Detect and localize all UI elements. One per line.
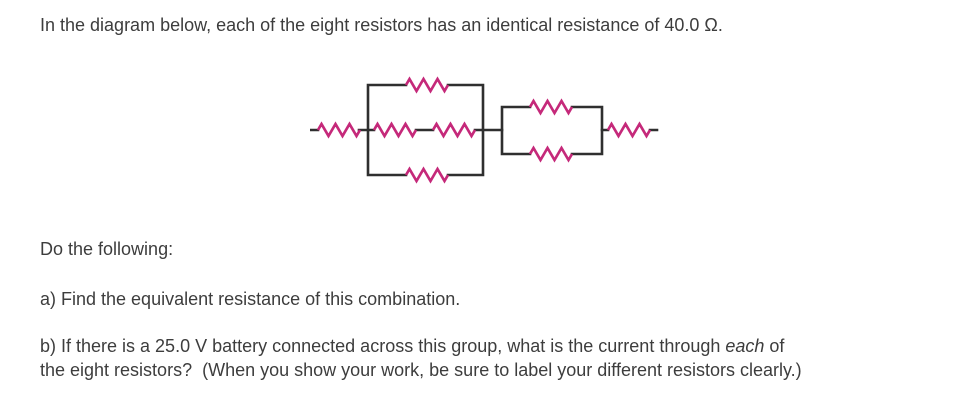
resistor-series-right [606, 122, 652, 138]
circuit-diagram [309, 75, 660, 188]
resistor-parallel2-bottom [528, 146, 574, 162]
resistor-parallel1-middle-left [372, 122, 418, 138]
problem-statement: In the diagram below, each of the eight … [40, 15, 723, 35]
circuit-svg [309, 77, 659, 183]
instructions-heading: Do the following: [40, 239, 174, 259]
circuit-wires [309, 83, 659, 177]
resistor-parallel2-top [528, 99, 574, 115]
question-b-text-2: of [764, 336, 785, 356]
question-b-italic-each: each [725, 336, 765, 356]
question-a: a) Find the equivalent resistance of thi… [40, 289, 461, 309]
parallel-box-1-wires [366, 83, 485, 177]
resistor-parallel1-bottom [404, 167, 450, 183]
question-b-text-1: b) If there is a 25.0 V battery connecte… [40, 336, 726, 356]
question-b-line-2: the eight resistors? (When you show your… [40, 360, 802, 380]
resistor-parallel1-top [404, 77, 450, 93]
question-b: b) If there is a 25.0 V battery connecte… [40, 334, 960, 382]
resistor-series-left [316, 122, 362, 138]
parallel-box-2-wires [500, 105, 604, 156]
resistor-parallel1-middle-right [431, 122, 477, 138]
